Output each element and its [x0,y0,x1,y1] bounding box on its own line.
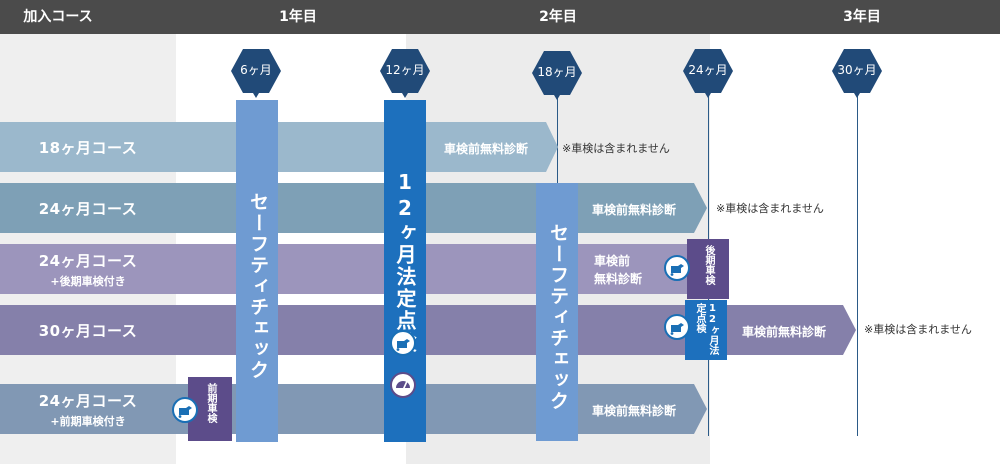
free-diagnosis-label: 車検前無料診断 [742,325,827,339]
milestone-line-30 [857,72,858,436]
milestone-label: 18ヶ月 [537,65,577,79]
free-diagnosis-label: 車検前無料診断 [444,142,529,156]
course-row-24-early-inspection[interactable]: 24ヶ月コース +前期車検付き 車検前無料診断 [0,384,710,434]
milestone-label: 24ヶ月 [688,63,728,77]
milestone-18-months: 18ヶ月 [532,49,582,100]
safety-check-bar-18: セーフティチェック [536,183,578,441]
year-3-header: 3年目 [843,9,881,25]
course-subtitle: +前期車検付き [50,415,126,428]
legal-inspection-small-label: 12ヶ月法定点検 [694,303,718,355]
oil-can-icon [172,397,198,423]
course-name: 30ヶ月コース [38,322,138,340]
milestone-label: 6ヶ月 [240,63,272,77]
not-included-note: ※車検は含まれません [562,142,670,155]
course-row-18[interactable]: 18ヶ月コース 車検前無料診断 [0,122,560,172]
oil-can-icon [390,330,416,356]
free-diagnosis-label: 車検前無料診断 [592,404,677,418]
year-1-header: 1年目 [279,9,317,25]
year-3-bg [710,34,1000,464]
course-name: 24ヶ月コース [38,252,138,270]
milestone-line-18 [557,72,558,187]
milestone-12-months: 12ヶ月 [380,47,430,98]
milestone-30-months: 30ヶ月 [832,47,882,98]
course-column-header: 加入コース [23,9,93,25]
free-diagnosis-label-line2: 無料診断 [594,272,643,286]
wiper-icon [390,372,416,398]
course-row-30[interactable]: 30ヶ月コース 車検前無料診断 [0,305,860,355]
not-included-note: ※車検は含まれません [864,323,972,336]
milestone-label: 12ヶ月 [385,63,425,77]
legal-inspection-12-bar: 12ヶ月法定点検 [384,100,426,442]
legal-inspection-small-box: 12ヶ月法定点検 [685,300,727,360]
year-2-header: 2年目 [539,9,577,25]
oil-can-icon [664,314,690,340]
course-subtitle: +後期車検付き [50,275,126,288]
course-name: 24ヶ月コース [38,392,138,410]
safety-check-label: セーフティチェック [547,223,569,412]
milestone-6-months: 6ヶ月 [231,47,281,98]
not-included-note: ※車検は含まれません [716,202,824,215]
safety-check-label: セーフティチェック [247,192,269,381]
course-row-24-late-inspection[interactable]: 24ヶ月コース +後期車検付き 車検前 無料診断 [0,244,710,294]
course-row-24[interactable]: 24ヶ月コース 車検前無料診断 [0,183,710,233]
course-name: 18ヶ月コース [38,139,138,157]
late-inspection-box: 後期車検 [687,239,729,299]
free-diagnosis-label: 車検前無料診断 [592,203,677,217]
milestone-label: 30ヶ月 [837,63,877,77]
timeline-header: 加入コース 1年目 2年目 3年目 [0,0,1000,34]
course-name: 24ヶ月コース [38,200,138,218]
milestone-24-months: 24ヶ月 [683,47,733,98]
legal-inspection-label: 12ヶ月法定点検 [393,170,417,354]
free-diagnosis-label-line1: 車検前 [594,254,631,268]
safety-check-bar-6: セーフティチェック [236,100,278,442]
early-inspection-label: 前期車検 [205,383,216,423]
oil-can-icon [664,255,690,281]
late-inspection-label: 後期車検 [703,245,714,285]
